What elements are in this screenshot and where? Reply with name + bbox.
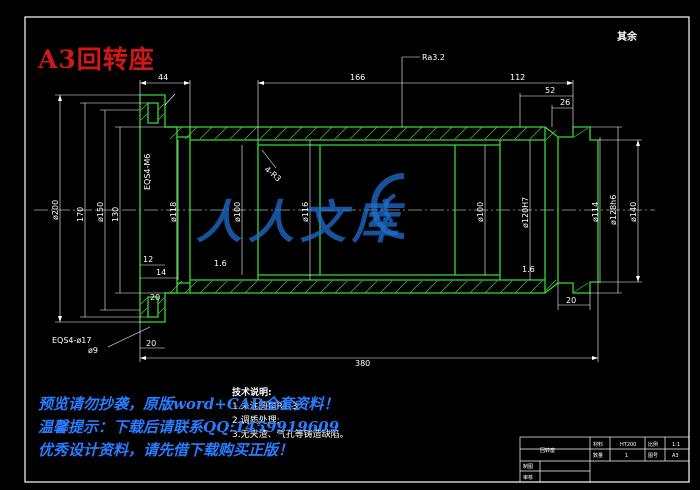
dim-right-114: ø114 xyxy=(591,202,600,222)
dim-right-120h7: ø120H7 xyxy=(521,197,530,228)
hole-note-dia: ø9 xyxy=(88,346,98,355)
technical-notes: 技术说明: 1.未注圆角R1-3; 2.调质处理; 3.无夹渣、气孔等铸造缺陷。 xyxy=(232,386,349,442)
dim-top-26: 26 xyxy=(560,98,570,107)
chamfer-note: 4-R3 xyxy=(263,165,283,184)
notes-item-1: 1.未注圆角R1-3; xyxy=(232,402,301,412)
drawing-frame xyxy=(24,16,690,483)
watermark-text: 人人文库 xyxy=(196,195,404,249)
dim-left-thread: EQS4-M6 xyxy=(143,154,152,190)
tb-part-name: 回转座 xyxy=(540,447,555,454)
tb-scale-label: 比例 xyxy=(648,441,658,448)
dim-left-170: 170 xyxy=(76,207,85,222)
tb-checker: 审核 xyxy=(523,474,533,481)
dim-top-44: 44 xyxy=(158,73,168,82)
tb-material: HT200 xyxy=(620,442,636,448)
roughness-top: Ra3.2 xyxy=(422,53,445,62)
dim-top-52: 52 xyxy=(545,86,555,95)
dim-left-130: 130 xyxy=(111,207,120,222)
surface-mark-left: 1.6 xyxy=(214,259,227,268)
dim-bottom-20-left: 20 xyxy=(146,339,156,348)
dim-bottom-380: 380 xyxy=(355,359,370,368)
notes-item-2: 2.调质处理; xyxy=(232,416,280,426)
arrowheads xyxy=(58,81,640,360)
dim-right-128h6: ø128h6 xyxy=(609,195,618,225)
dim-bore-100-right: ø100 xyxy=(476,202,485,222)
dim-bottom-20-right: 20 xyxy=(566,296,576,305)
dim-bottom-12: 12 xyxy=(143,255,153,264)
dim-bore-116: ø116 xyxy=(301,202,310,222)
dim-left-118: ø118 xyxy=(169,202,178,222)
roughness-note: 其余 xyxy=(617,32,637,43)
dimension-lines xyxy=(55,56,642,362)
dim-bottom-14: 14 xyxy=(156,268,166,277)
dim-top-112: 112 xyxy=(510,73,525,82)
hole-note-bolt: EQS4-ø17 xyxy=(52,336,91,345)
drawing-title: A3回转座 xyxy=(38,45,155,74)
section-hatch xyxy=(140,103,589,315)
dim-top-166: 166 xyxy=(350,73,365,82)
promo-line-3: 优秀设计资料，请先借下载购买正版！ xyxy=(38,441,294,459)
tb-drawing-no-label: 图号 xyxy=(648,453,658,459)
dim-bottom-20-mid: 20 xyxy=(150,293,160,302)
dim-left-150: ø150 xyxy=(96,202,105,222)
title-block xyxy=(519,436,690,483)
notes-item-3: 3.无夹渣、气孔等铸造缺陷。 xyxy=(232,430,349,440)
tb-drawing-no: A3 xyxy=(672,453,679,459)
promo-line-2: 温馨提示：下载后请联系QQ:1459919609 xyxy=(38,418,340,436)
promo-line-1: 预览请勿抄袭，原版word+CAD全套资料！ xyxy=(38,395,339,413)
part-outline xyxy=(139,94,599,323)
dim-bore-100-left: ø100 xyxy=(233,202,242,222)
dim-right-140: ø140 xyxy=(629,202,638,222)
tb-qty-label: 数量 xyxy=(593,452,603,459)
watermark-logo xyxy=(371,173,405,239)
tb-scale: 1:1 xyxy=(672,442,680,448)
tb-material-label: 材料 xyxy=(593,441,603,448)
notes-heading: 技术说明: xyxy=(232,388,272,398)
tb-qty: 1 xyxy=(625,453,628,459)
dim-left-200: ø200 xyxy=(51,200,60,220)
tb-designer: 制图 xyxy=(523,463,533,470)
surface-mark-right: 1.6 xyxy=(522,265,535,274)
